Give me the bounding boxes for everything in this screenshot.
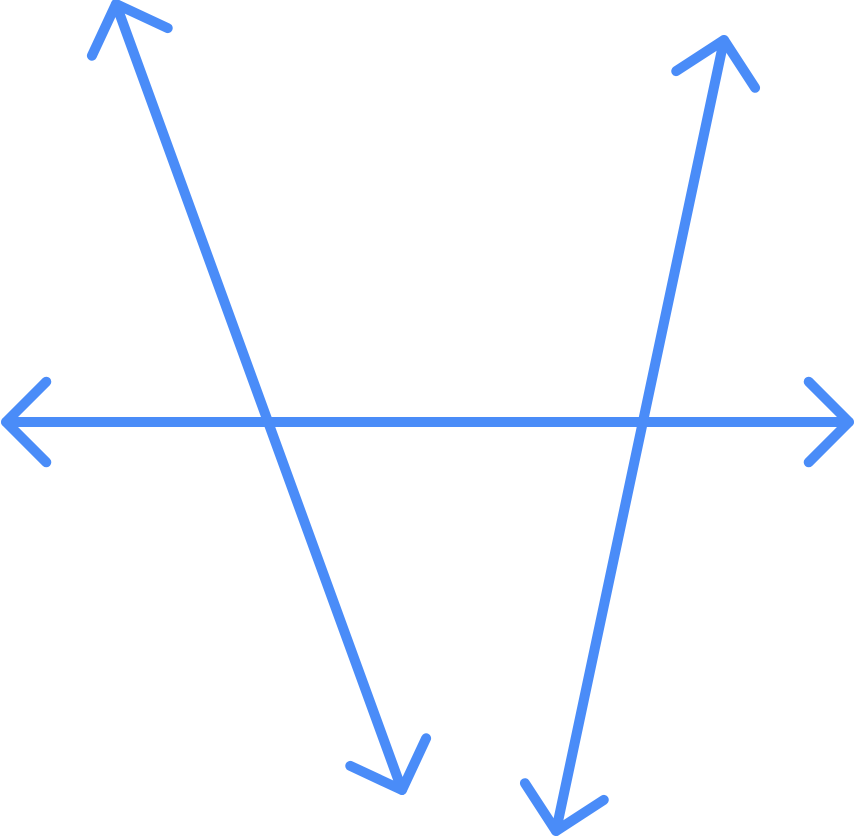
ascending-line — [551, 35, 729, 836]
horizontal-line-arrowhead-end — [803, 376, 854, 468]
horizontal-line-arrowhead-start — [1, 376, 52, 468]
descending-line-arrowhead-start — [86, 0, 173, 61]
descending-line — [111, 0, 407, 795]
descending-line-arrowhead-end — [345, 733, 432, 795]
ascending-line-arrowhead-start — [519, 778, 609, 836]
ascending-line-arrowhead-end — [671, 35, 761, 93]
